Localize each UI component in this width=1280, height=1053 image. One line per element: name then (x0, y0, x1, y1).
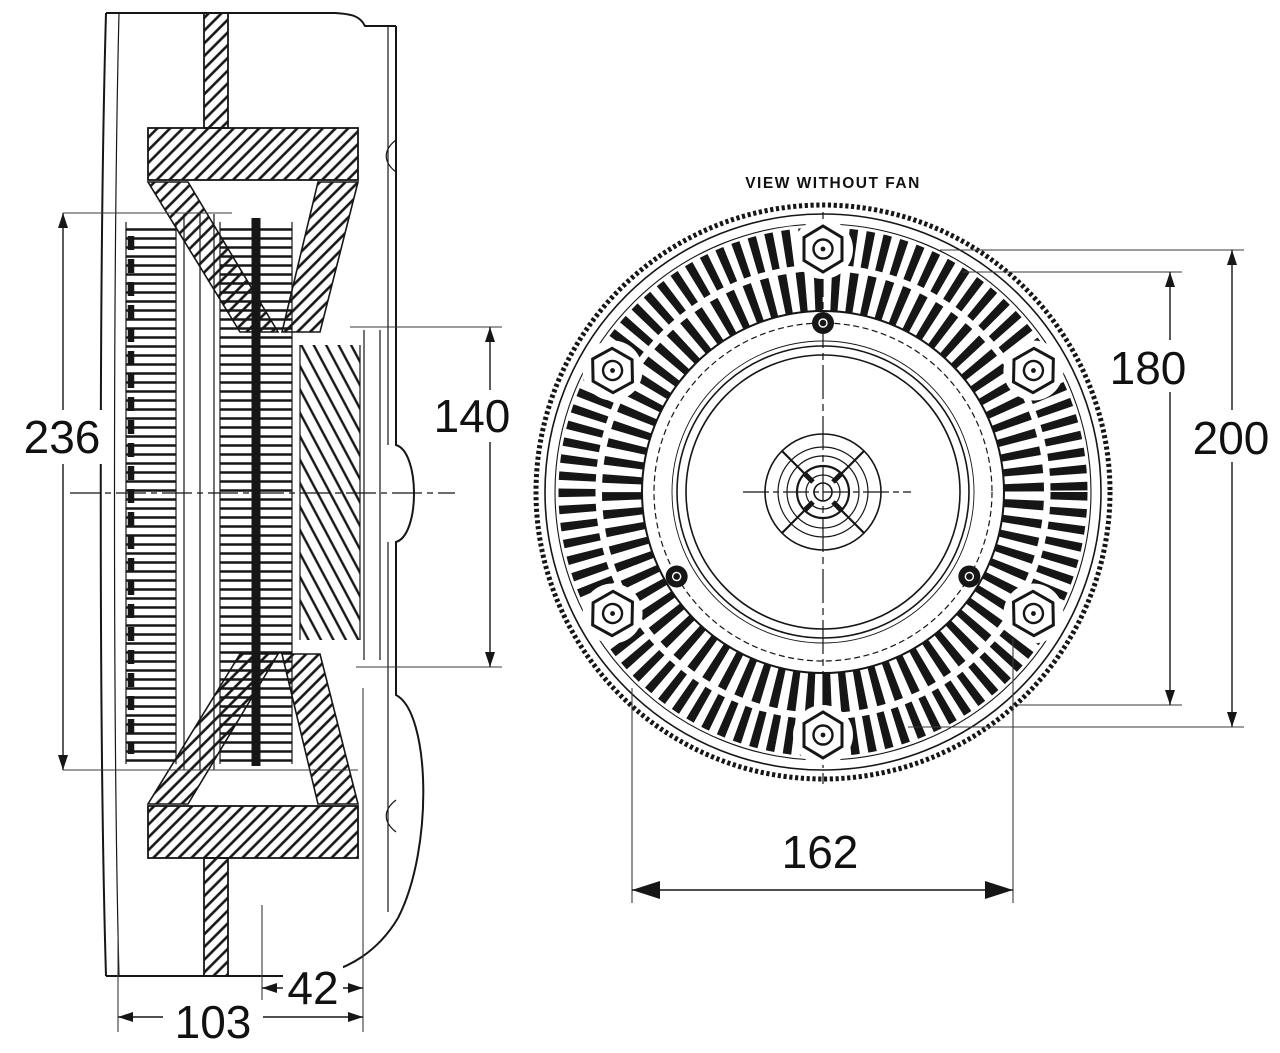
dim-label-140: 140 (434, 390, 511, 442)
fin-band-inner (602, 271, 1044, 713)
dimension-236: 236 (17, 212, 358, 771)
hex-bolt (791, 703, 855, 767)
bottom-shaft-stud (203, 857, 229, 977)
dimension-42: 42 (261, 905, 363, 1014)
cone-arm-top-left (146, 181, 280, 333)
dim-label-42: 42 (287, 962, 338, 1014)
dim-label-236: 236 (24, 411, 101, 463)
plate-edge-ring-2 (685, 354, 961, 630)
cone-arm-bottom-left (146, 653, 280, 805)
bottom-flange (147, 805, 359, 859)
plate-ring (671, 340, 975, 644)
plate-edge-ring (676, 345, 970, 639)
dimension-180: 180 (962, 271, 1194, 706)
top-cap (106, 12, 396, 27)
top-flange (147, 127, 359, 181)
center-hub (764, 433, 882, 551)
outer-ring (544, 213, 1102, 771)
dim-label-200: 200 (1193, 412, 1270, 464)
top-shaft-stud (203, 12, 229, 129)
blade-hook-bottom (385, 799, 397, 833)
rivet (660, 560, 693, 593)
cone-arm-bottom-right (280, 653, 360, 805)
fin-inner-edge-ring (641, 310, 1005, 674)
section-view (70, 12, 455, 977)
right-profile (395, 26, 425, 919)
barrel-outer-edge (99, 12, 107, 977)
front-view-title: VIEW WITHOUT FAN (745, 175, 921, 192)
hex-bolt (791, 217, 855, 281)
bottom-cap (106, 917, 399, 977)
hex-bolt (990, 328, 1076, 413)
hub-key-wedges (803, 472, 843, 512)
front-view (533, 202, 1113, 784)
dimension-162: 162 (631, 638, 1014, 903)
blade-hook-top (385, 139, 397, 173)
dim-label-103: 103 (175, 996, 252, 1048)
hex-bolt (570, 571, 656, 656)
small-bolt-circle (653, 322, 993, 662)
cone-arm-top-right (280, 181, 360, 333)
dim-label-162: 162 (782, 826, 859, 878)
dim-label-180: 180 (1110, 342, 1187, 394)
dimension-140: 140 (350, 326, 516, 668)
rivet (811, 311, 835, 335)
hub-spokes (781, 450, 865, 534)
dimension-103: 103 (117, 688, 364, 1048)
dimension-200: 200 (908, 249, 1280, 728)
barrel-inner-edge (113, 12, 120, 977)
serrated-rim (533, 202, 1113, 782)
